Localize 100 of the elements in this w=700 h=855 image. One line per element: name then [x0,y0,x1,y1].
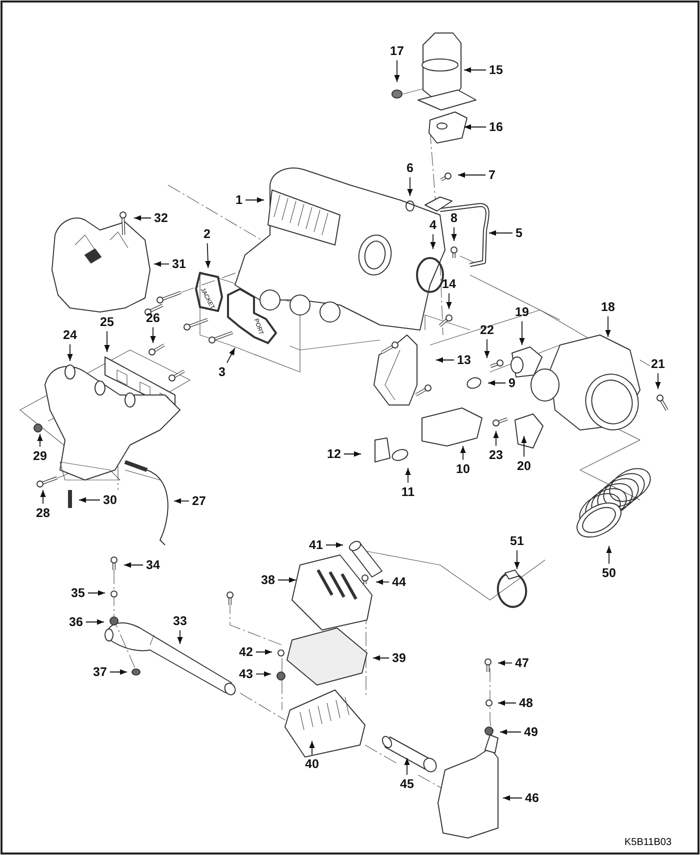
callout-number: 8 [450,212,458,224]
callout-number: 23 [489,448,503,462]
leader-line [256,649,272,655]
leader-line [309,740,315,756]
leader-line [104,330,110,352]
callout-number: 40 [305,758,319,770]
leader-line [110,669,128,675]
callout-number: 48 [519,696,533,710]
leader-line [655,372,661,390]
callout-number: 28 [36,506,50,520]
leader-line [502,795,522,801]
leader-line [88,590,106,596]
leader-line [372,655,390,661]
leader-line [37,434,43,448]
callout-number: 30 [103,494,117,506]
leader-line [326,542,344,548]
callout-number: 3 [218,366,226,378]
leader-line [498,660,512,666]
leader-line [460,446,466,460]
leader-line [500,729,522,735]
leader-line [606,546,612,564]
leader-line [605,316,611,338]
callout-number: 18 [601,300,615,314]
callout-number: 4 [430,218,436,232]
callout-number: 46 [525,792,539,804]
leader-line [78,497,100,503]
callout-number: 9 [508,376,516,390]
gasket-drawing [195,271,223,313]
leader-line [436,357,454,363]
callout-number: 10 [456,462,470,476]
leader-line [134,215,152,221]
callout-number: 45 [400,778,414,790]
leader-line [86,619,104,625]
callout-number: 14 [442,278,456,290]
drawing-number: K5B11B03 [624,838,672,848]
callout-number: 15 [489,64,503,76]
leader-line [488,230,513,236]
callout-number: 44 [392,576,406,588]
callout-number: 50 [602,566,616,580]
callout-number: 16 [489,120,503,134]
callout-number: 19 [515,306,529,318]
leader-line [40,490,46,504]
callout-number: 39 [392,652,406,664]
callout-number: 36 [69,616,83,628]
leader-line [514,550,520,570]
leader-line [174,498,190,504]
leader-line [256,671,272,677]
callout-number: 47 [515,656,529,670]
callout-number: 12 [327,448,341,460]
callout-number: 49 [524,726,538,738]
callout-number: 35 [71,586,85,600]
leader-line [430,234,436,250]
leader-line [498,700,516,706]
callout-number: 27 [192,494,206,508]
leader-line [376,579,390,585]
leader-line [484,338,490,358]
callout-number: 20 [517,460,531,472]
leader-line [205,242,211,268]
callout-number: 37 [93,666,107,678]
callout-number: 25 [100,316,114,328]
callout-number: 24 [63,328,77,342]
leader-line [521,436,527,458]
leader-line [446,292,452,310]
callout-number: 21 [651,358,665,370]
callout-number: 29 [33,450,47,462]
leader-line [458,172,486,178]
leader-line [124,562,144,568]
callout-number: 7 [488,168,496,182]
callout-number: 38 [261,574,275,586]
leader-line [154,261,170,267]
callout-number: 2 [204,228,210,240]
callout-number: 6 [406,162,414,174]
leader-line [405,468,411,484]
callout-number: 26 [146,312,160,324]
leader-line [394,60,400,82]
leader-line [177,630,183,644]
leader-line [451,226,457,242]
leader-line [278,577,296,583]
callout-number: 31 [172,258,186,270]
callout-number: 33 [173,614,187,628]
callout-number: 13 [457,354,471,366]
callout-number: 1 [236,194,242,206]
leader-line [226,348,236,364]
leader-line [519,320,525,346]
callout-number: 43 [239,668,253,680]
leader-line [344,451,362,457]
leader-line [150,326,156,344]
leader-line [67,344,73,362]
callout-number: 51 [510,534,524,548]
gasket-drawing [226,287,278,345]
callout-number: 42 [239,646,253,658]
callout-number: 22 [480,324,494,336]
callout-number: 41 [309,538,323,552]
leader-line [404,758,410,776]
leader-line [464,124,486,130]
callout-number: 5 [516,226,522,240]
leader-line [464,67,486,73]
callout-number: 32 [154,212,168,224]
leader-line [245,197,264,203]
leader-line [407,176,413,196]
